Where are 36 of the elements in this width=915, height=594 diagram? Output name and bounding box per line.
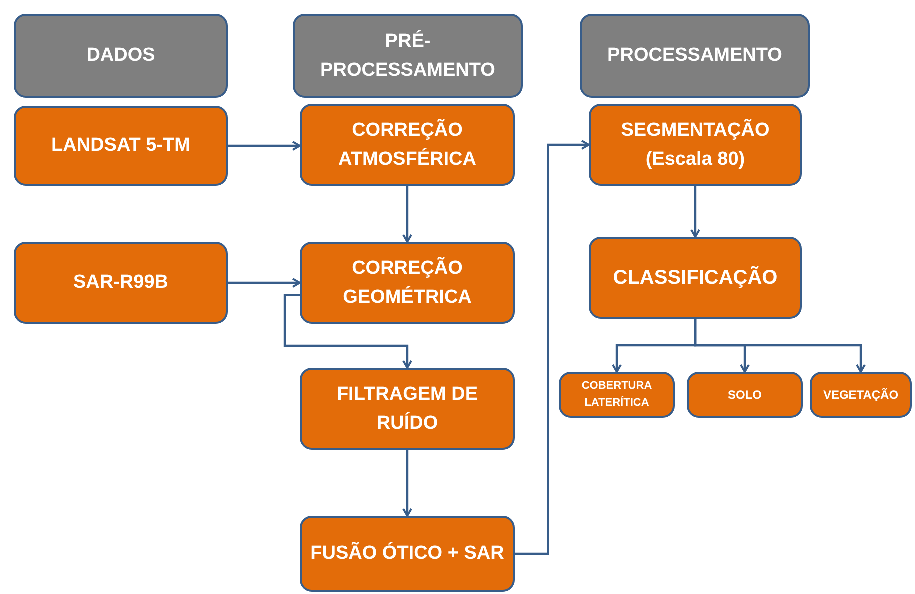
- arrow: [515, 140, 590, 556]
- arrow: [402, 450, 412, 517]
- box-label: PRÉ-PROCESSAMENTO: [320, 29, 496, 83]
- box-label: DADOS: [86, 44, 156, 68]
- box-label: SEGMENTAÇÃO (Escala 80): [620, 118, 771, 172]
- process-box: [300, 242, 515, 324]
- box-label: FUSÃO ÓTICO + SAR: [310, 541, 504, 566]
- column-header: [293, 14, 523, 98]
- arrow: [402, 186, 412, 243]
- box-label: CORREÇÃO ATMOSFÉRICA: [338, 118, 478, 172]
- arrow: [228, 141, 301, 151]
- box-label: FILTRAGEM DE RUÍDO: [336, 382, 480, 436]
- process-box: [687, 372, 803, 418]
- box-label: CLASSIFICAÇÃO: [613, 265, 778, 290]
- box-label: CORREÇÃO GEOMÉTRICA: [342, 256, 473, 310]
- arrow: [284, 294, 412, 369]
- process-box: [300, 104, 515, 186]
- box-label: VEGETAÇÃO: [823, 386, 899, 404]
- process-box: [14, 242, 228, 324]
- process-box: [300, 516, 515, 592]
- process-box: [810, 372, 912, 418]
- box-label: PROCESSAMENTO: [608, 44, 782, 68]
- process-box: [300, 368, 515, 450]
- arrow: [228, 278, 301, 288]
- box-label: LANDSAT 5-TM: [52, 134, 190, 158]
- column-header: [580, 14, 810, 98]
- process-box: [589, 237, 802, 319]
- arrow: [690, 186, 700, 238]
- process-box: [14, 106, 228, 186]
- box-label: SAR-R99B: [73, 271, 169, 296]
- arrow: [694, 319, 866, 373]
- process-box: [559, 372, 675, 418]
- column-header: [14, 14, 228, 98]
- process-box: [589, 104, 802, 186]
- box-label: SOLO: [728, 386, 762, 404]
- box-label: COBERTURA LATERÍTICA: [580, 378, 654, 411]
